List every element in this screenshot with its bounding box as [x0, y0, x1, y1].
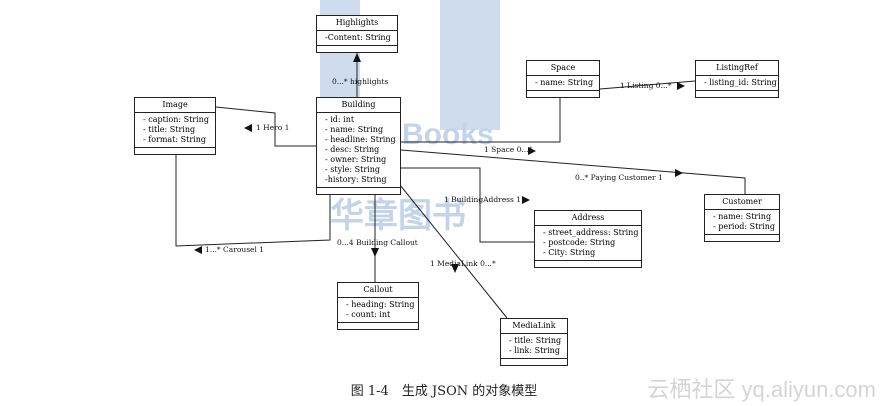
class-listingref: ListingRef - listing_id: String: [695, 60, 779, 98]
class-address: Address - street_address: String - postc…: [534, 210, 642, 268]
class-attribute: - name: String: [535, 78, 594, 87]
class-name: MediaLink: [501, 319, 567, 334]
line-image-building-hero: [215, 106, 316, 147]
class-attribute: -Content: String: [325, 33, 391, 42]
watermark-books: Books: [402, 118, 494, 151]
line-building-customer: [400, 149, 746, 194]
class-attribute: - City: String: [543, 248, 596, 257]
class-attribute: - period: String: [713, 222, 776, 231]
label-hero: 1 Hero 1: [256, 123, 290, 132]
watermark-site: 云栖社区 yq.aliyun.com: [647, 377, 876, 402]
arrow-carousel: [194, 246, 202, 254]
arrow-listing: [677, 82, 685, 90]
class-attribute: -history: String: [325, 175, 387, 184]
class-attribute: - count: int: [346, 310, 391, 319]
arrow-paying-customer: [675, 169, 683, 177]
arrow-building-address: [522, 196, 530, 204]
class-attribute: - id: int: [325, 115, 355, 124]
class-attribute: - street_address: String: [543, 228, 639, 237]
label-building-callout: 0...4 Building Callout: [337, 238, 418, 247]
line-image-building-carousel: [175, 155, 331, 247]
class-attribute: - listing_id: String: [704, 78, 777, 87]
line-building-medialink: [399, 184, 508, 319]
arrow-space: [528, 147, 536, 155]
figure-caption: 图 1-4 生成 JSON 的对象模型: [350, 384, 538, 399]
class-name: Image: [135, 98, 215, 113]
class-attribute: - postcode: String: [543, 238, 616, 247]
label-media-link: 1 MediaLink 0...*: [430, 259, 496, 268]
class-attribute: - heading: String: [346, 300, 415, 309]
class-attribute: - headline: String: [325, 135, 396, 144]
class-name: ListingRef: [696, 61, 778, 76]
class-attribute: - link: String: [509, 346, 560, 355]
label-building-address: 1 BuildingAddress 1: [444, 195, 522, 204]
class-attribute: - name: String: [325, 125, 384, 134]
line-building-address: [401, 167, 534, 243]
class-attribute: - desc: String: [325, 145, 380, 154]
class-attribute: - owner: String: [325, 155, 387, 164]
class-image: Image - caption: String - title: String …: [134, 97, 216, 155]
watermark-cn: 华章图书: [330, 197, 466, 235]
arrow-highlights: [353, 53, 361, 62]
class-attribute: - title: String: [509, 336, 562, 345]
arrow-hero: [244, 124, 252, 132]
class-building: Building - id: int - name: String - head…: [316, 97, 401, 195]
label-space: 1 Space 0...*: [484, 145, 533, 154]
line-space-listingref: [599, 80, 696, 90]
class-name: Customer: [705, 195, 779, 210]
class-customer: Customer - name: String - period: String: [704, 194, 780, 242]
class-attribute: - caption: String: [143, 115, 209, 124]
class-name: Space: [527, 61, 599, 76]
class-medialink: MediaLink - title: String - link: String: [500, 318, 568, 366]
class-attribute: - name: String: [713, 212, 772, 221]
watermark-block-2: [440, 0, 500, 130]
label-paying-customer: 0..* Paying Customer 1: [575, 173, 663, 182]
class-callout: Callout - heading: String - count: int: [337, 282, 419, 330]
class-attribute: - title: String: [143, 125, 196, 134]
line-building-space: [401, 95, 561, 143]
label-carousel: 1...* Carousel 1: [205, 245, 265, 254]
class-space: Space - name: String: [526, 60, 600, 98]
class-attribute: - style: String: [325, 165, 380, 174]
class-name: Callout: [338, 283, 418, 298]
class-attribute: - format: String: [143, 135, 207, 144]
class-name: Building: [317, 98, 400, 113]
class-highlights: Highlights -Content: String: [316, 15, 398, 53]
class-name: Address: [535, 211, 641, 226]
class-name: Highlights: [317, 16, 397, 31]
label-highlights: 0...* highlights: [332, 77, 389, 86]
arrow-media-link: [451, 264, 459, 273]
arrow-building-callout: [371, 248, 379, 257]
label-listing: 1 Listing 0...*: [620, 81, 672, 90]
